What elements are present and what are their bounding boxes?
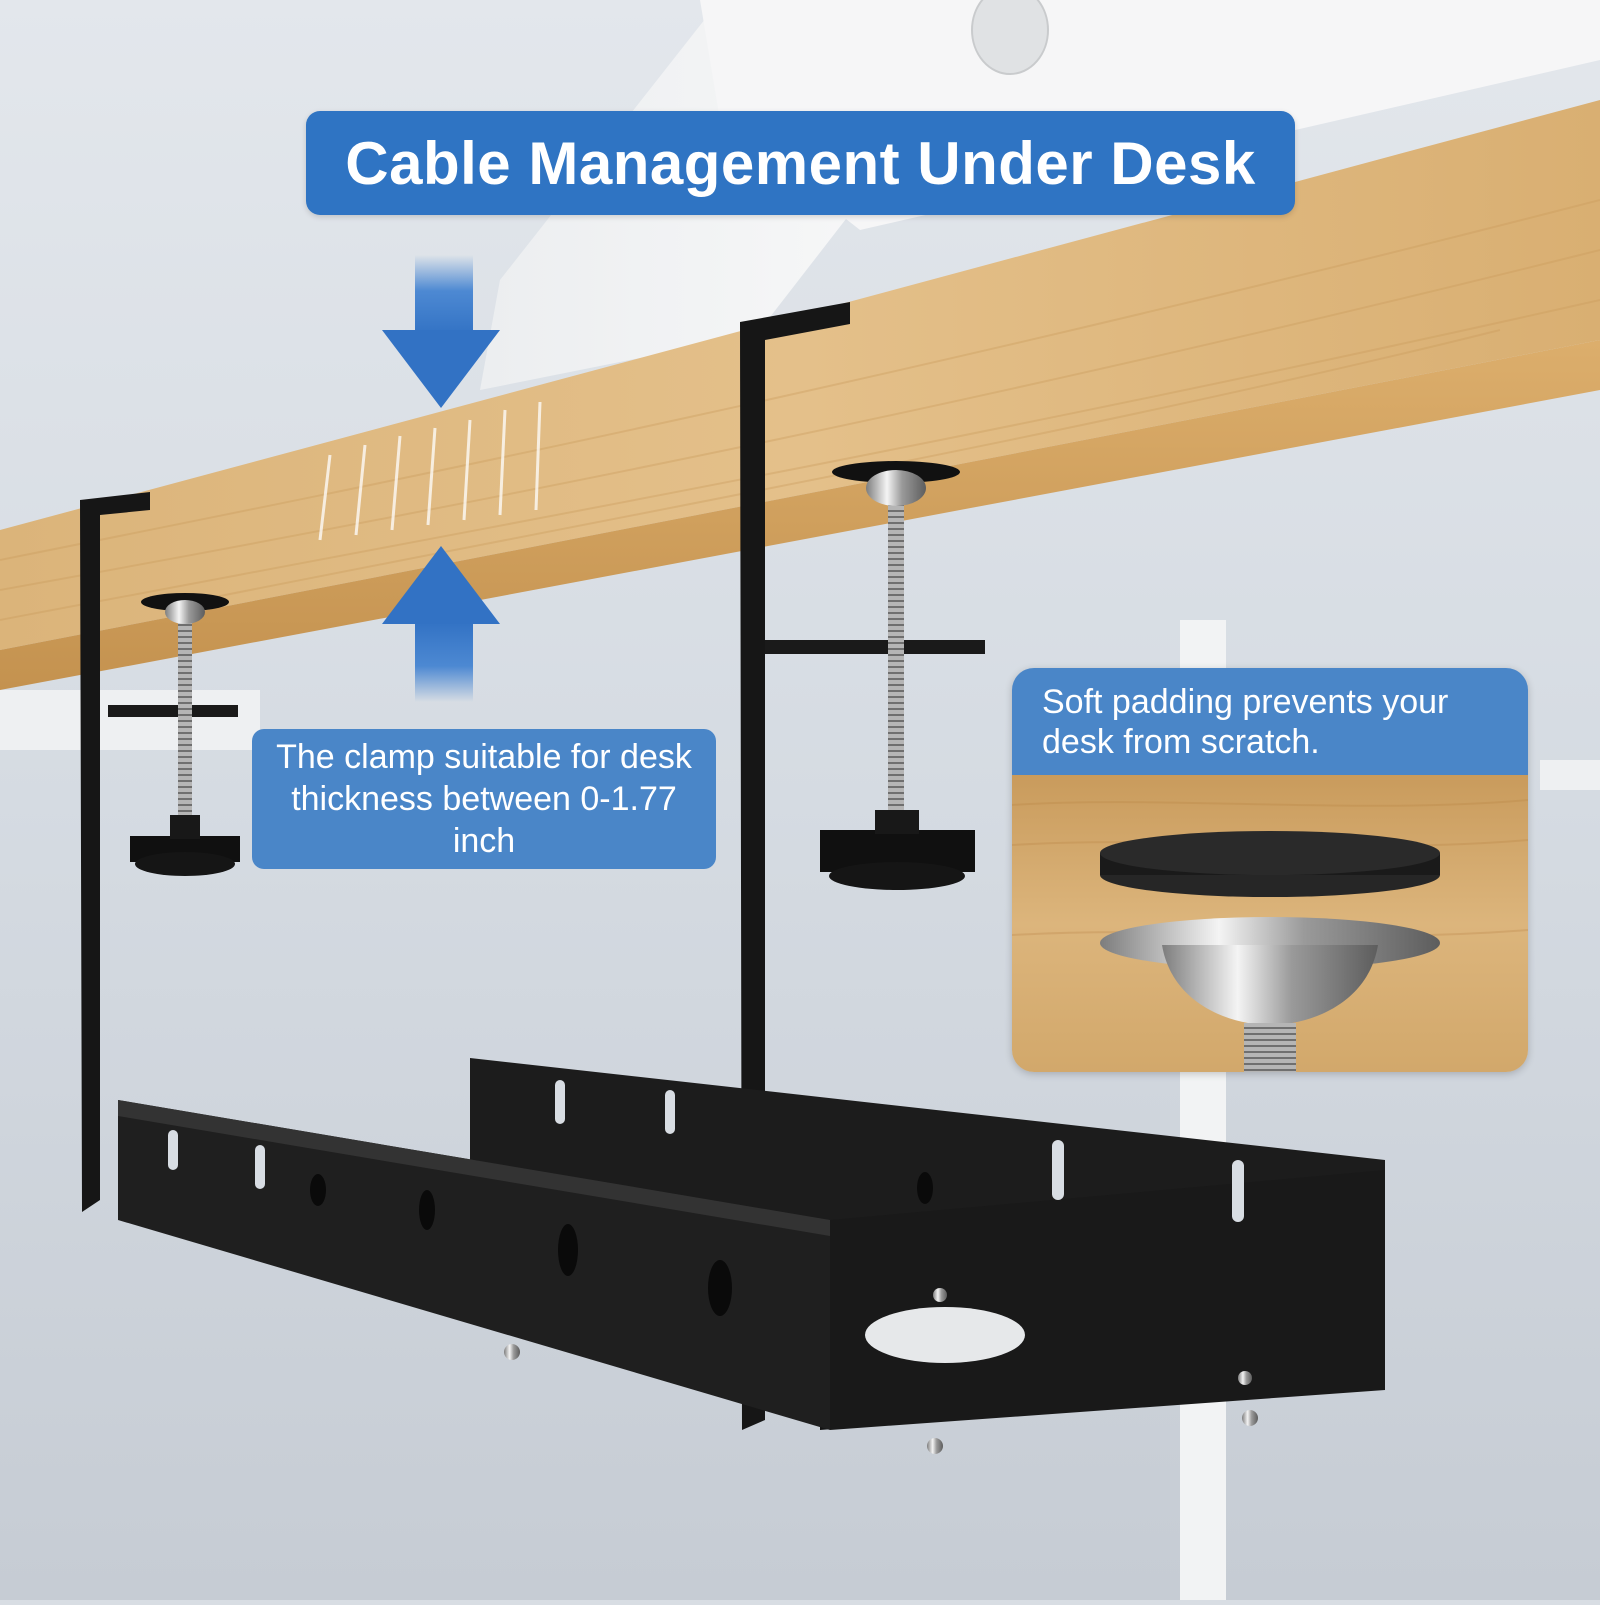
padding-caption-text: Soft padding prevents your desk from scr… — [1042, 683, 1449, 761]
monitor-mount — [971, 0, 1049, 75]
left-clamp-bracket — [80, 492, 240, 1212]
padding-closeup-image — [1012, 775, 1528, 1072]
clamp-callout-text: The clamp suitable for desk thickness be… — [276, 738, 692, 860]
desk-frame-left — [0, 690, 260, 750]
padding-detail-panel: Soft padding prevents your desk from scr… — [1012, 668, 1528, 1072]
arrow-up-icon — [382, 546, 500, 702]
desk-frame-right — [1540, 760, 1600, 790]
title-banner: Cable Management Under Desk — [306, 111, 1295, 215]
thickness-marks — [318, 401, 542, 541]
clamp-callout: The clamp suitable for desk thickness be… — [252, 729, 716, 869]
banner-title: Cable Management Under Desk — [345, 129, 1256, 197]
padding-caption: Soft padding prevents your desk from scr… — [1012, 668, 1528, 775]
desk-top — [0, 100, 1600, 650]
arrow-down-icon — [382, 255, 500, 408]
cable-tray — [118, 1058, 1385, 1454]
